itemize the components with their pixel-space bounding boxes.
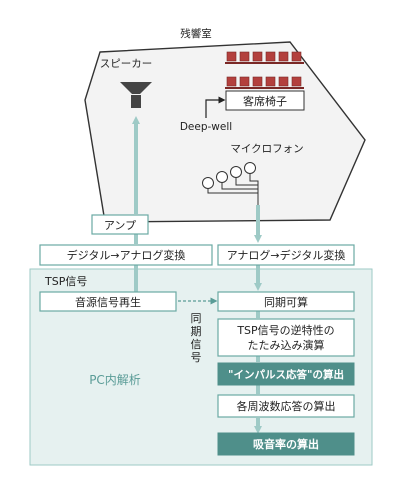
- impulse-label: "インパルス応答"の算出: [228, 368, 344, 381]
- play-label: 音源信号再生: [75, 295, 141, 309]
- ad-box: [217, 244, 355, 266]
- inverse-label-line2: たたみ込み演算: [248, 338, 325, 352]
- amp-box: [91, 214, 149, 235]
- deepwell-pointer: [205, 96, 226, 118]
- impulse-box: [217, 362, 355, 386]
- room-title: 残響室: [180, 27, 212, 40]
- svg-text:号: 号: [191, 351, 202, 364]
- sync-label: 同期可算: [264, 295, 308, 309]
- play-box: [39, 291, 177, 312]
- da-box: [39, 244, 213, 266]
- freq-box: [217, 394, 355, 418]
- da-label: デジタル→アナログ変換: [67, 248, 186, 262]
- inverse-label-line1: TSP信号の逆特性の: [236, 323, 334, 337]
- speaker-icon: [120, 82, 152, 108]
- deepwell-label: Deep-well: [180, 121, 232, 133]
- sync-signal-label: 同 期 信 号: [191, 312, 202, 364]
- microphone-icon: [202, 162, 259, 205]
- inverse-box: [217, 318, 355, 357]
- absorb-box: [217, 432, 355, 456]
- sync-box: [217, 291, 355, 312]
- svg-text:同: 同: [191, 312, 202, 325]
- speaker-label: スピーカー: [100, 58, 153, 70]
- absorb-label: 吸音率の算出: [253, 437, 319, 451]
- pc-label: PC内解析: [89, 373, 141, 387]
- tsp-label: TSP信号: [44, 275, 87, 288]
- seats-label-box: [225, 90, 305, 111]
- ad-label: アナログ→デジタル変換: [227, 248, 346, 262]
- seats-icon: [225, 51, 304, 89]
- svg-text:期: 期: [191, 325, 202, 338]
- microphone-label: マイクロフォン: [230, 143, 303, 155]
- seats-label: 客席椅子: [243, 94, 287, 108]
- freq-label: 各周波数応答の算出: [237, 399, 336, 413]
- amp-label: アンプ: [104, 219, 136, 232]
- svg-text:信: 信: [191, 338, 202, 351]
